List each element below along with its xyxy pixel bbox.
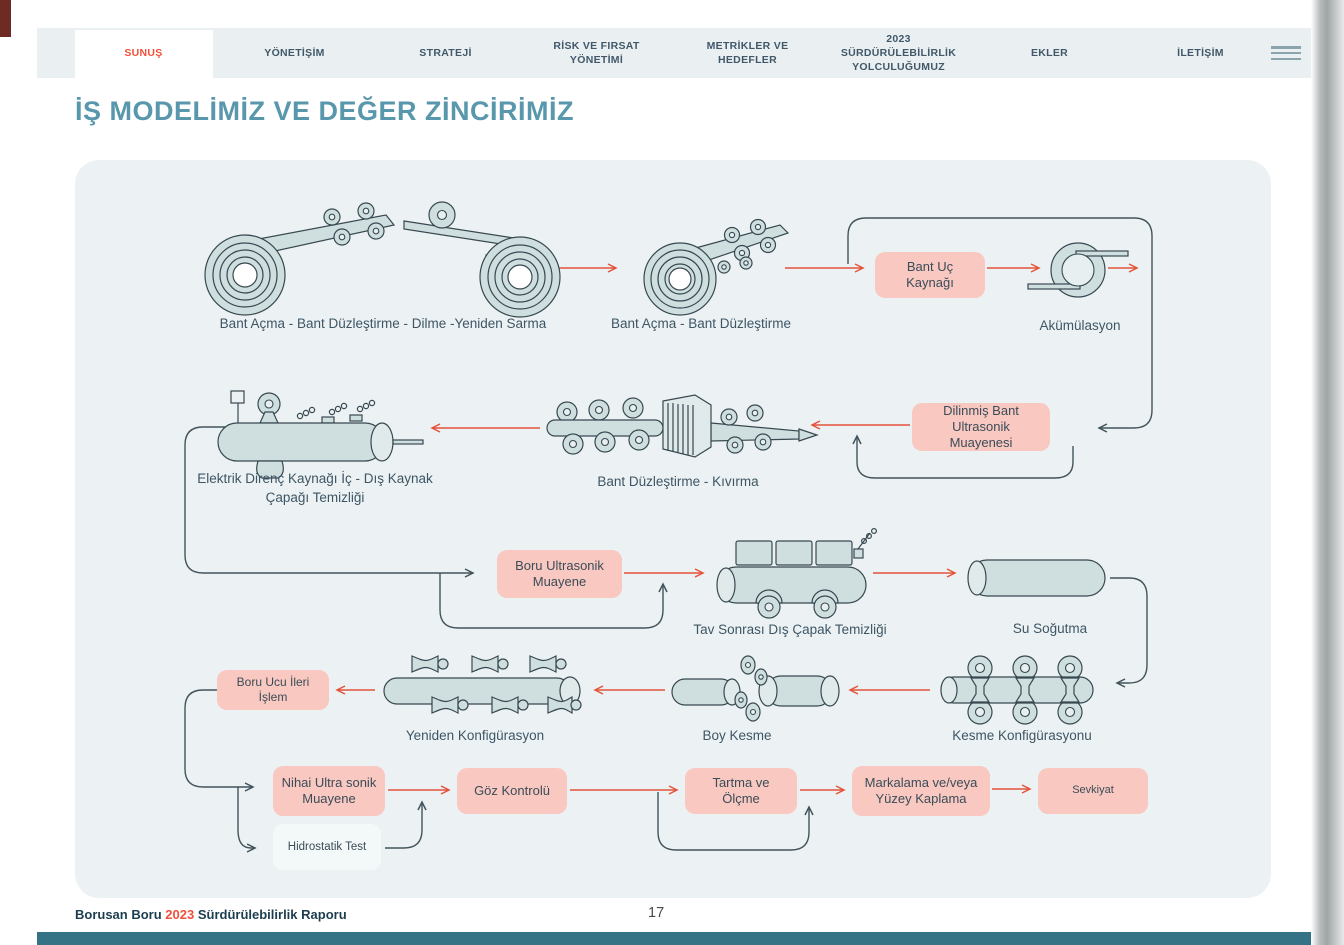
footer-report-name: Sürdürülebilirlik Raporu: [197, 907, 347, 922]
nav-item-strateji[interactable]: STRATEJİ: [419, 46, 472, 59]
process-box-final-ut: Nihai Ultra sonik Muayene: [273, 766, 385, 816]
process-box-strip-end-weld: Bant Uç Kaynağı: [875, 252, 985, 298]
machine-water-cooling-illustration: [967, 559, 1106, 597]
page-number: 17: [648, 905, 665, 921]
process-box-pipe-end-process: Boru Ucu İleri İşlem: [217, 670, 329, 710]
machine-uncoil-flatten-illustration: [643, 218, 790, 316]
label-post-anneal-clean: Tav Sonrası Dış Çapak Temizliği: [693, 622, 887, 637]
label-flatten-bend: Bant Düzleştirme - Kıvırma: [597, 474, 759, 489]
machine-flatten-bend-illustration: [546, 394, 819, 458]
nav-item-metrikler[interactable]: METRİKLER VE HEDEFLER: [706, 39, 789, 66]
process-box-marking-coating: Markalama ve/veya Yüzey Kaplama: [852, 766, 990, 816]
footer-year: 2023: [165, 907, 195, 922]
nav-item-surdurulebilirlik-yolculugumuz[interactable]: 2023 SÜRDÜRÜLEBİLİRLİK YOLCULUĞUMUZ: [840, 32, 957, 74]
diagram-connectors-and-machines: [184, 201, 1153, 853]
process-box-weigh-measure: Tartma ve Ölçme: [685, 768, 797, 814]
footer-teal-bar: [37, 932, 1311, 945]
background-page-corner: [0, 0, 11, 37]
machine-cutting-config-illustration: [940, 655, 1094, 725]
footer-report-title: Borusan Boru 2023 Sürdürülebilirlik Rapo…: [75, 907, 347, 922]
process-box-hydrostatic-test: Hidrostatik Test: [273, 824, 381, 870]
gray-connectors: [184, 217, 1153, 853]
label-cutting-config: Kesme Konfigürasyonu: [952, 728, 1092, 743]
label-uncoil-flatten: Bant Açma - Bant Düzleştirme: [610, 316, 792, 331]
machine-uncoil-slit-recoil-illustration: [204, 201, 561, 318]
process-box-pipe-ut: Boru Ultrasonik Muayene: [497, 550, 622, 598]
label-reconfiguration: Yeniden Konfigürasyon: [405, 728, 545, 743]
nav-item-iletisim[interactable]: İLETİŞİM: [1177, 46, 1224, 59]
machine-post-anneal-clean-illustration: [716, 527, 878, 619]
nav-items: SUNUŞ YÖNETİŞİM STRATEJİ RİSK VE FIRSAT …: [68, 28, 1276, 78]
page-edge-shadow: [1311, 0, 1344, 945]
nav-item-sunus[interactable]: SUNUŞ: [124, 46, 163, 59]
label-accumulation: Akümülasyon: [1039, 318, 1121, 333]
label-erw-weld-clean: Elektrik Direnç Kaynağı İç - Dış Kaynak …: [197, 471, 433, 505]
process-box-visual-check: Göz Kontrolü: [457, 768, 567, 814]
process-box-slit-strip-ut: Dilinmiş Bant Ultrasonik Muayenesi: [912, 403, 1050, 451]
nav-item-risk-ve-firsat[interactable]: RİSK VE FIRSAT YÖNETİMİ: [553, 39, 640, 66]
machine-reconfiguration-illustration: [383, 655, 582, 715]
footer-brand: Borusan Boru: [75, 907, 162, 922]
hamburger-icon[interactable]: [1271, 46, 1301, 61]
label-length-cutting: Boy Kesme: [702, 728, 772, 743]
nav-item-ekler[interactable]: EKLER: [1030, 46, 1069, 59]
nav-item-yonetisim[interactable]: YÖNETİŞİM: [264, 46, 325, 59]
active-tab-background: [75, 30, 213, 82]
value-chain-diagram-panel: Bant Uç Kaynağı Dilinmiş Bant Ultrasonik…: [75, 160, 1271, 898]
red-flow-arrows: [335, 263, 1139, 795]
page-title: İŞ MODELİMİZ VE DEĞER ZİNCİRİMİZ: [75, 96, 575, 126]
process-box-shipment: Sevkiyat: [1038, 768, 1148, 814]
label-water-cooling: Su Soğutma: [1012, 621, 1088, 636]
machine-erw-weld-illustration: [217, 390, 424, 479]
accumulator-illustration: [1027, 242, 1129, 298]
top-navigation: SUNUŞ YÖNETİŞİM STRATEJİ RİSK VE FIRSAT …: [37, 28, 1311, 82]
label-uncoil-slit-recoil: Bant Açma - Bant Düzleştirme - Dilme -Ye…: [219, 316, 547, 331]
machine-length-cutting-illustration: [671, 655, 840, 722]
